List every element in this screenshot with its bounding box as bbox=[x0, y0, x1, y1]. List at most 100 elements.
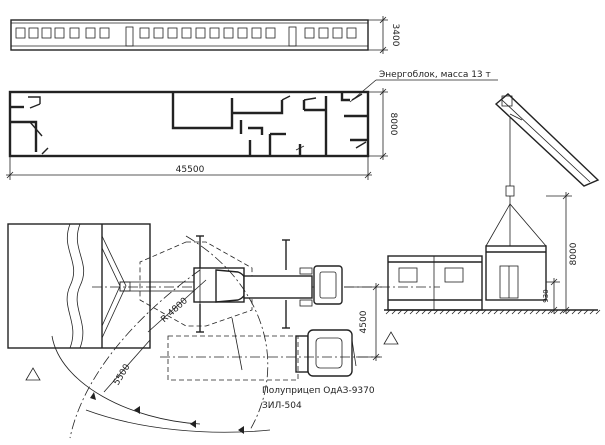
distance-4500-label: 4500 bbox=[359, 310, 369, 333]
boom-cable bbox=[509, 113, 523, 121]
facade-height-dimension: 3400 bbox=[368, 16, 400, 54]
facade-window bbox=[28, 27, 39, 39]
building-edge bbox=[101, 235, 127, 339]
facade-window bbox=[181, 27, 192, 39]
ground-hatch-stroke bbox=[577, 309, 583, 315]
plan-wall bbox=[28, 96, 41, 104]
facade-window bbox=[85, 27, 96, 39]
building-facade bbox=[10, 19, 369, 51]
arc-arrowhead bbox=[90, 392, 96, 400]
energy-block-module bbox=[485, 245, 547, 301]
break-line bbox=[76, 223, 85, 349]
facade-window bbox=[139, 27, 150, 39]
dimension-tick bbox=[372, 283, 380, 291]
wheel bbox=[299, 299, 313, 307]
plan-length-label: 45500 bbox=[176, 165, 205, 175]
facade-window bbox=[251, 27, 262, 39]
crane-truck-cab bbox=[313, 265, 343, 305]
radius-label: R 4800 bbox=[159, 296, 190, 325]
arc-arrowhead bbox=[134, 406, 140, 414]
plan-wall bbox=[171, 92, 234, 130]
energy-block-callout: Энергоблок, масса 13 т bbox=[349, 70, 498, 103]
facade-window bbox=[99, 27, 110, 39]
plan-wall bbox=[262, 100, 284, 115]
tractor-cab-window bbox=[315, 337, 343, 369]
ground-hatch-stroke bbox=[517, 309, 523, 315]
semitrailer-label-line2: ЗИЛ-504 bbox=[262, 401, 302, 411]
view-marker-icon bbox=[25, 367, 41, 381]
ground-hatch-stroke bbox=[499, 309, 505, 315]
facade-window bbox=[304, 27, 315, 39]
plan-door-swing bbox=[281, 95, 291, 101]
plan-door-swing bbox=[295, 145, 305, 151]
tractor-cab bbox=[307, 329, 353, 377]
crane-outrigger-area bbox=[139, 241, 253, 327]
arc-arrowhead bbox=[238, 426, 244, 434]
ground-hatch-stroke bbox=[547, 309, 553, 315]
ground-hatch-stroke bbox=[559, 309, 565, 315]
assembled-building-outline bbox=[7, 223, 151, 349]
ground-hatch-stroke bbox=[529, 309, 535, 315]
cab-window bbox=[319, 271, 337, 299]
plan-wall bbox=[10, 120, 38, 152]
facade-window bbox=[69, 27, 80, 39]
facade-window bbox=[237, 27, 248, 39]
facade-window bbox=[195, 27, 206, 39]
callout-leader bbox=[349, 79, 377, 103]
dimension-tick bbox=[379, 46, 387, 54]
dimension-tick bbox=[372, 353, 380, 361]
ground-hatch-stroke bbox=[523, 309, 529, 315]
crane-swing-arc bbox=[185, 235, 269, 431]
dimension-tick bbox=[562, 192, 570, 200]
plan-door-swing bbox=[29, 103, 41, 109]
wheel bbox=[299, 267, 313, 275]
radius-leader bbox=[147, 279, 207, 333]
boom-head bbox=[501, 95, 513, 107]
dimension-tick bbox=[550, 278, 558, 286]
ground-hatch-stroke bbox=[553, 309, 559, 315]
base-height-label: 930 bbox=[542, 289, 550, 302]
plan-door-swing bbox=[355, 141, 367, 149]
crane-chassis bbox=[243, 275, 313, 299]
ground-hatch-stroke bbox=[511, 309, 517, 315]
ground-hatch-stroke bbox=[505, 309, 511, 315]
facade-window bbox=[153, 27, 164, 39]
ground-hatch-stroke bbox=[571, 309, 577, 315]
facade-window bbox=[41, 27, 52, 39]
plan-wall bbox=[248, 126, 264, 135]
semitrailer-platform bbox=[167, 335, 299, 381]
semitrailer-label-line1: Полуприцеп ОдАЗ-9370 bbox=[262, 386, 375, 396]
module-window bbox=[398, 267, 418, 283]
distance-5500-label: 5500 bbox=[112, 362, 133, 387]
facade-window bbox=[223, 27, 234, 39]
plan-door-swing bbox=[303, 97, 317, 101]
dimension-tick bbox=[379, 16, 387, 24]
facade-window bbox=[265, 27, 276, 39]
view-marker-icon bbox=[383, 331, 399, 345]
trailer-guide bbox=[231, 317, 243, 371]
plan-door-swing bbox=[29, 121, 43, 137]
floor-plan bbox=[8, 90, 370, 158]
plan-outer-wall bbox=[8, 90, 370, 158]
plan-width-dimension: 8000 bbox=[368, 88, 398, 160]
dimension-tick bbox=[364, 171, 372, 179]
dimension-tick bbox=[6, 171, 14, 179]
facade-window bbox=[318, 27, 329, 39]
dimension-tick bbox=[379, 88, 387, 96]
outer-arc bbox=[85, 409, 271, 433]
facade-window bbox=[209, 27, 220, 39]
facade-door bbox=[125, 26, 134, 47]
hook-block bbox=[119, 281, 131, 292]
facade-outline bbox=[10, 19, 369, 51]
dimension-tick bbox=[550, 306, 558, 314]
facade-window bbox=[346, 27, 357, 39]
swing-radius-line bbox=[69, 269, 201, 439]
module-window bbox=[444, 267, 464, 283]
ground-hatch-stroke bbox=[481, 309, 487, 315]
boom-centre-line bbox=[501, 99, 591, 183]
semitrailer-caption: Полуприцеп ОдАЗ-9370 ЗИЛ-504 bbox=[262, 386, 375, 411]
plan-wall bbox=[340, 92, 350, 102]
crane-cab-base bbox=[193, 267, 245, 303]
dimension-tick bbox=[562, 306, 570, 314]
